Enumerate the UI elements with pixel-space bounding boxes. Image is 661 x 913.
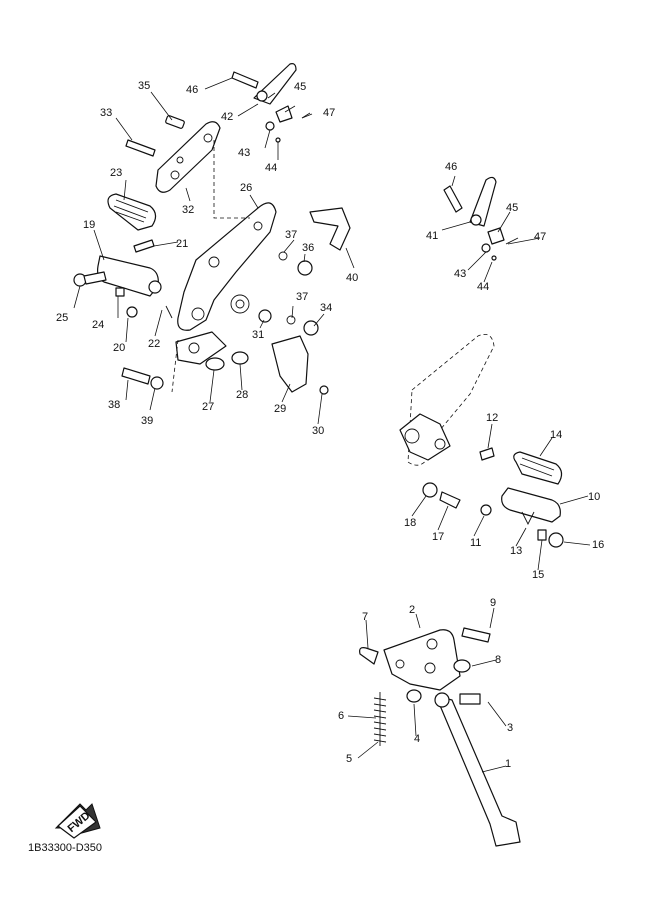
callout-41: 41: [426, 230, 438, 242]
callout-17: 17: [432, 531, 444, 543]
callout-46-right: 46: [445, 161, 457, 173]
fwd-arrow-icon: FWD: [54, 803, 101, 839]
callout-34: 34: [320, 302, 332, 314]
callout-38: 38: [108, 399, 120, 411]
callout-35: 35: [138, 80, 150, 92]
bracket-phantom-outline: [407, 333, 495, 466]
callout-7: 7: [362, 611, 368, 623]
callout-43-right: 43: [454, 268, 466, 280]
callout-45-right: 45: [506, 202, 518, 214]
callout-31: 31: [252, 329, 264, 341]
callout-24: 24: [92, 319, 104, 331]
callout-8: 8: [495, 654, 501, 666]
callout-25: 25: [56, 312, 68, 324]
upper-rod-assembly: [231, 63, 313, 143]
callout-3: 3: [507, 722, 513, 734]
callout-23: 23: [110, 167, 122, 179]
callout-9: 9: [490, 597, 496, 609]
callout-33: 33: [100, 107, 112, 119]
callout-11: 11: [470, 537, 481, 549]
callout-36: 36: [302, 242, 314, 254]
callout-28: 28: [236, 389, 248, 401]
right-footpeg-body: [501, 487, 561, 523]
left-footpeg-body: [97, 255, 159, 297]
callout-19: 19: [83, 219, 95, 231]
callout-45-upper: 45: [294, 81, 306, 93]
callout-26: 26: [240, 182, 252, 194]
callout-14: 14: [550, 429, 562, 441]
heel-guard-plate: [155, 121, 221, 193]
callout-22: 22: [148, 338, 160, 350]
callout-40: 40: [346, 272, 358, 284]
sidestand-leg: [435, 695, 521, 847]
callout-27: 27: [202, 401, 214, 413]
callout-13: 13: [510, 545, 522, 557]
callout-15: 15: [532, 569, 544, 581]
footrest-bracket: [177, 202, 277, 331]
right-footrest-assembly: [399, 333, 564, 548]
callout-42: 42: [221, 111, 233, 123]
callout-32: 32: [182, 204, 194, 216]
callout-16: 16: [592, 539, 604, 551]
sidestand-bracket: [383, 629, 461, 691]
callout-47-right: 47: [534, 231, 546, 243]
callout-29: 29: [274, 403, 286, 415]
callout-46-upper: 46: [186, 84, 198, 96]
sidestand-assembly: [359, 627, 521, 847]
callout-37-upper: 37: [285, 229, 297, 241]
callout-30: 30: [312, 425, 324, 437]
callout-37-lower: 37: [296, 291, 308, 303]
callout-4: 4: [414, 733, 420, 745]
callout-6: 6: [338, 710, 344, 722]
leader-lines: [73, 77, 591, 773]
left-footrest-assembly: [73, 115, 351, 395]
callout-44-upper: 44: [265, 162, 277, 174]
callout-43-upper: 43: [238, 147, 250, 159]
callout-numbers: 1 2 3 4 5 6 7 8 9 10 11 12 13 14 15 16 1…: [56, 80, 604, 770]
callout-5: 5: [346, 753, 352, 765]
callout-39: 39: [141, 415, 153, 427]
right-rod-assembly: [443, 176, 519, 261]
callout-47-upper: 47: [323, 107, 335, 119]
callout-44-right: 44: [477, 281, 489, 293]
callout-1: 1: [505, 758, 511, 770]
callout-21: 21: [176, 238, 188, 250]
callout-12: 12: [486, 412, 498, 424]
callout-2: 2: [409, 604, 415, 616]
diagram-code: 1B33300-D350: [28, 842, 103, 854]
sidestand-spring: [373, 692, 387, 746]
callout-20: 20: [113, 342, 125, 354]
right-footpeg-rubber: [513, 451, 563, 485]
callout-10: 10: [588, 491, 600, 503]
callout-18: 18: [404, 517, 416, 529]
left-footpeg-rubber: [107, 193, 157, 231]
